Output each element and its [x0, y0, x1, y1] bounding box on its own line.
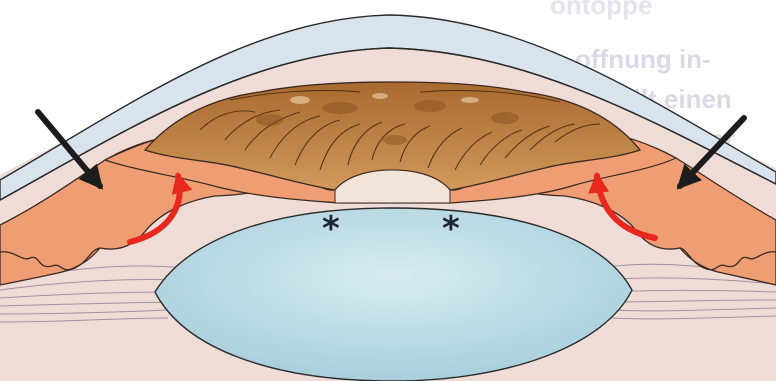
- asterisk-marker-left: *: [322, 209, 340, 249]
- asterisk-marker-right: *: [442, 209, 460, 249]
